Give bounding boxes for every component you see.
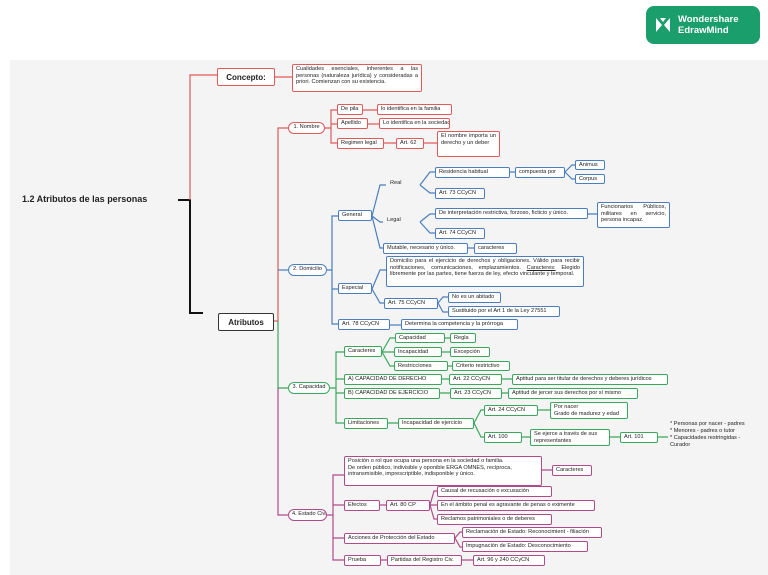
de-pila-node[interactable]: De pila xyxy=(337,104,363,115)
excepcion-node[interactable]: Excepción xyxy=(450,347,490,357)
general-node[interactable]: General xyxy=(338,210,372,221)
regimen-node[interactable]: Regimen legal xyxy=(337,138,384,149)
apellido-desc[interactable]: Lo identifica en la sociedad xyxy=(379,118,450,129)
brand-line2: EdrawMind xyxy=(678,25,729,36)
art23-desc[interactable]: Aptitud de jercer sus derechos por sí mi… xyxy=(508,388,638,399)
causal-node[interactable]: Causal de recusación o excusación xyxy=(437,486,552,497)
incap-ejercicio-node[interactable]: Incapacidad de ejercicio xyxy=(398,418,474,429)
posicion-node[interactable]: Posición o rol que ocupa una persona en … xyxy=(344,456,542,486)
domicilio-node[interactable]: 2. Domicilio xyxy=(288,264,327,276)
de-pila-desc[interactable]: lo identifica en la familia xyxy=(377,104,452,115)
restricciones-node[interactable]: Restricciones xyxy=(394,361,448,371)
art22-desc[interactable]: Aptitud para ser titular de derechos y d… xyxy=(512,374,668,385)
art62-node[interactable]: Art. 62 xyxy=(396,138,424,149)
real-node[interactable]: Real xyxy=(390,180,402,186)
regla-node[interactable]: Regla xyxy=(450,333,476,343)
criterio-node[interactable]: Criterio restrictivo xyxy=(452,361,510,371)
efectos-node[interactable]: Efectos xyxy=(344,500,380,511)
art73-node[interactable]: Art. 73 CCyCN xyxy=(435,188,485,199)
page-header xyxy=(0,0,768,60)
capacidad-car-node[interactable]: Capacidad xyxy=(395,333,445,343)
competencia-node[interactable]: Determina la competencia y la prórroga xyxy=(401,319,518,330)
brand-badge: Wondershare EdrawMind xyxy=(646,6,760,44)
art96-node[interactable]: Art. 96 y 240 CCyCN xyxy=(473,555,545,566)
funcionarios-node[interactable]: Funcionarios Públicos, militares en serv… xyxy=(597,202,670,228)
reclamos-node[interactable]: Reclamos patrimoniales o de deberes xyxy=(437,514,552,525)
caracteres-dom-node[interactable]: caracteres xyxy=(474,243,517,254)
edrawmind-logo-icon xyxy=(656,18,670,32)
art75-node[interactable]: Art. 75 CCyCN xyxy=(384,298,438,309)
art24-desc[interactable]: Por nacer Grado de madurez y edad xyxy=(550,402,628,419)
art78-node[interactable]: Art. 78 CCyCN xyxy=(338,319,390,330)
legal-node[interactable]: Legal xyxy=(387,217,401,223)
root-topic[interactable]: 1.2 Atributos de las personas xyxy=(22,194,148,204)
nombre-node[interactable]: 1. Nombre xyxy=(288,122,325,134)
interpretacion-node[interactable]: De interpretación restrictiva, forzoso, … xyxy=(435,208,588,219)
art101-desc[interactable]: * Personas por nacer - padres * Menores … xyxy=(670,421,745,448)
art23-node[interactable]: Art. 23 CCyCN xyxy=(450,388,502,399)
especial-desc[interactable]: Domicilio para el ejercicio de derechos … xyxy=(386,256,584,287)
prueba-node[interactable]: Prueba xyxy=(344,555,381,566)
cap-ejercicio-node[interactable]: B) CAPACIDAD DE EJERCICIO xyxy=(344,388,440,399)
incapacidad-node[interactable]: Incapacidad xyxy=(394,347,442,357)
caracteres-estado-node[interactable]: Caracteres xyxy=(552,465,592,476)
apellido-node[interactable]: Apellido xyxy=(337,118,368,129)
especial-car-text: Elegido libremente por las partes, tiene… xyxy=(390,264,580,278)
estado-civil-node[interactable]: 4. Estado Civil xyxy=(288,509,327,521)
limitaciones-node[interactable]: Limitaciones xyxy=(344,418,388,429)
cap-derecho-node[interactable]: A) CAPACIDAD DE DERECHO xyxy=(344,374,442,385)
capacidad-node[interactable]: 3. Capacidad xyxy=(288,382,330,394)
concepto-text[interactable]: Cualidades esenciales, inherentes a las … xyxy=(292,64,422,92)
acciones-node[interactable]: Acciones de Protección del Estado xyxy=(344,533,455,544)
especial-car-label: Caracteres: xyxy=(526,264,556,271)
caracteres-cap-node[interactable]: Caracteres xyxy=(344,346,382,357)
agravante-node[interactable]: En el ámbito penal es agravante de penas… xyxy=(437,500,595,511)
art22-node[interactable]: Art. 22 CCyCN xyxy=(449,374,502,385)
compuesta-node[interactable]: compuesta por xyxy=(515,167,565,178)
especial-node[interactable]: Especial xyxy=(338,283,372,294)
especial-desc-text: Domicilio para el ejercicio de derechos … xyxy=(390,258,580,271)
animus-node[interactable]: Animus xyxy=(575,160,605,170)
concepto-node[interactable]: Concepto: xyxy=(217,68,275,86)
art24-node[interactable]: Art. 24 CCyCN xyxy=(484,405,538,416)
brand-line1: Wondershare xyxy=(678,14,739,25)
no-abitado-node[interactable]: No es un abitado xyxy=(448,292,501,303)
partidas-node[interactable]: Partidas del Registro Civ. xyxy=(387,555,462,566)
art100-desc[interactable]: Se ejerce a través de sus representantes xyxy=(530,429,610,446)
corpus-node[interactable]: Corpus xyxy=(575,174,605,184)
art74-node[interactable]: Art. 74 CCyCN xyxy=(435,228,485,239)
art100-node[interactable]: Art. 100 xyxy=(484,432,522,443)
residencia-node[interactable]: Residencia habitual xyxy=(435,167,510,178)
art62-desc[interactable]: El nombre importa un derecho y un deber xyxy=(437,131,500,157)
mindmap-canvas xyxy=(10,60,768,575)
impugnacion-node[interactable]: Impugnación de Estado: Desconocimiento xyxy=(462,541,588,552)
art80-node[interactable]: Art. 80 CP xyxy=(386,500,430,511)
atributos-node[interactable]: Atributos xyxy=(218,313,274,331)
sustituido-node[interactable]: Sustituido por el Art 1 de la Ley 27551 xyxy=(448,306,560,317)
reclamacion-node[interactable]: Reclamación de Estado: Reconocimient - f… xyxy=(462,527,602,538)
art101-node[interactable]: Art. 101 xyxy=(620,432,658,443)
mutable-node[interactable]: Mutable, necesario y único. xyxy=(383,243,468,254)
